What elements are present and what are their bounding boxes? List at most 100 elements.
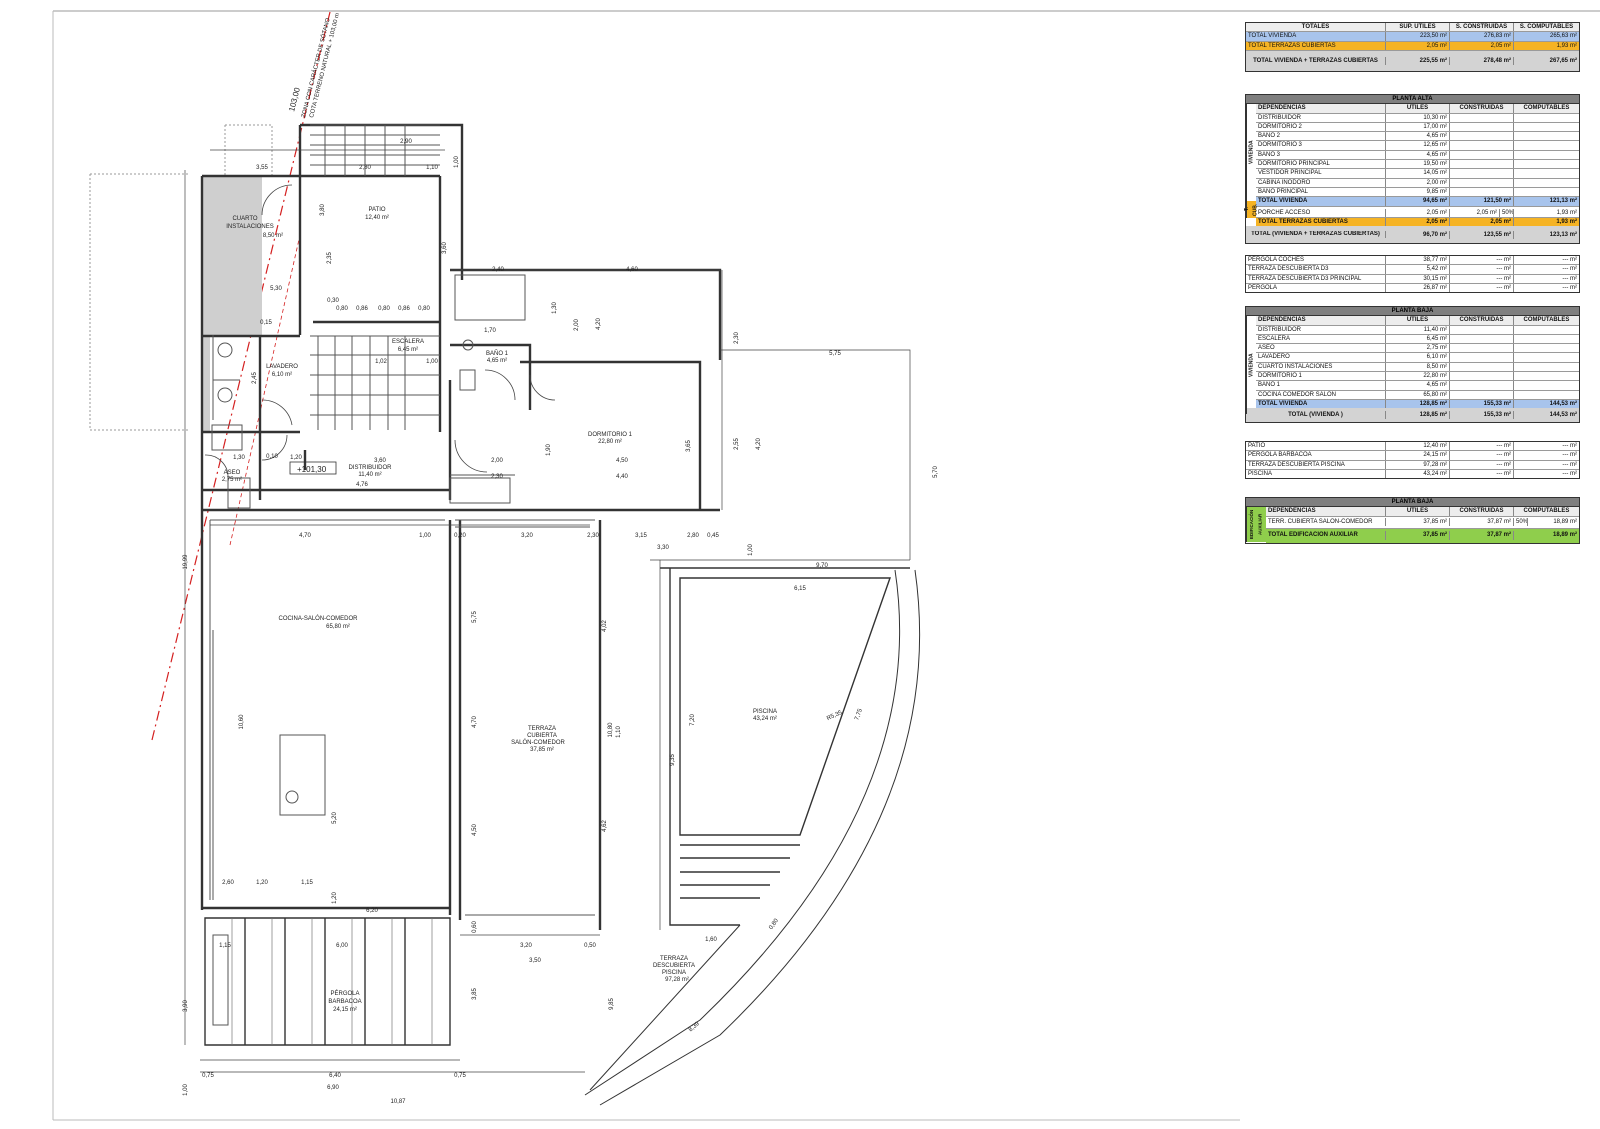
room-escalera-area: 6,45 m² [398, 347, 418, 353]
dimension-text: 1,70 [484, 328, 496, 334]
alta-extra-name: PÉRGOLA [1246, 283, 1386, 293]
alta-header-computables: COMPUTABLES [1523, 105, 1570, 112]
dimension-text: 2,80 [359, 165, 371, 171]
aux-total-value: 37,87 m² [1450, 531, 1514, 540]
auxiliar-table: PLANTA BAJA EDIFICACIÓN AUXILIAR DEPENDE… [1245, 497, 1580, 544]
baja-extra-value: --- m² [1562, 452, 1577, 459]
alta-total-value: 94,65 m² [1386, 197, 1450, 206]
aux-row-value: 37,85 m² [1386, 517, 1450, 527]
alta-grand-total-value: 123,13 m² [1549, 231, 1577, 238]
room-dormitorio-title: DORMITORIO 1 [588, 432, 633, 438]
aux-title: PLANTA BAJA [1246, 498, 1579, 508]
alta-porche-name: PORCHE ACCESO [1256, 208, 1386, 217]
alta-row-value: 9,85 m² [1386, 187, 1450, 197]
baja-grand-total-value: 144,53 m² [1549, 412, 1577, 419]
alta-row-value: 12,65 m² [1386, 141, 1450, 150]
alta-extra-value: 26,87 m² [1386, 283, 1450, 293]
dimension-text: 2,60 [222, 880, 234, 886]
baja-side-label: VIVIENDA [1246, 316, 1256, 415]
aux-total-name: TOTAL EDIFICACIÓN AUXILIAR [1266, 531, 1386, 540]
room-pergola-title1: PÉRGOLA [330, 990, 359, 997]
dimension-text: 4,76 [356, 482, 368, 488]
room-aseo-area: 2,75 m² [222, 477, 242, 483]
dimension-text: 3,50 [529, 958, 541, 964]
alta-row-name: DORMITORIO 3 [1256, 141, 1386, 150]
baja-row-value: 6,45 m² [1386, 334, 1450, 344]
dimension-text: 4,70 [472, 716, 478, 728]
baja-extra-value: --- m² [1562, 443, 1577, 449]
dimension-text: 1,00 [419, 533, 431, 539]
room-tdesc-area: 97,28 m² [665, 977, 689, 983]
dimension-text: 3,20 [520, 943, 532, 949]
room-patio-area: 12,40 m² [365, 215, 389, 221]
dimension-text: 7,20 [690, 714, 696, 726]
alta-porche-value: 2,05 m² [1450, 208, 1500, 217]
dimension-text: 1,30 [233, 455, 245, 461]
dimension-text: 10,60 [239, 714, 245, 730]
alta-grand-total-name: TOTAL (VIVIENDA + TERRAZAS CUBIERTAS) [1246, 231, 1386, 239]
baja-row-name: DISTRIBUIDOR [1256, 325, 1386, 334]
room-aseo-title: ASEO [224, 470, 241, 476]
room-piscina-area: 43,24 m² [753, 716, 777, 722]
baja-row-value: 6,10 m² [1386, 353, 1450, 362]
room-cuarto-title2: INSTALACIONES [226, 224, 274, 230]
baja-header-name: DEPENDENCIAS [1256, 316, 1386, 325]
room-terraza-title2: CUBIERTA [527, 733, 557, 739]
dimension-text: 0,75 [454, 1073, 466, 1079]
dimension-text: 0,80 [418, 306, 430, 312]
room-distribuidor-title: DISTRIBUIDOR [348, 465, 392, 471]
dimension-text: 3,55 [256, 165, 268, 171]
baja-extra-name: TERRAZA DESCUBIERTA PISCINA [1246, 460, 1386, 469]
totals-row-name: TOTAL TERRAZAS CUBIERTAS [1246, 41, 1386, 50]
dimension-text: 0,60 [472, 921, 478, 933]
aux-side-label: EDIFICACIÓN AUXILIAR [1246, 507, 1266, 543]
alta-row-name: VESTIDOR PRINCIPAL [1256, 169, 1386, 178]
dimension-text: 1,30 [552, 302, 558, 314]
room-patio-title: PATIO [368, 207, 385, 213]
alta-extra-value: --- m² [1450, 256, 1514, 265]
dimension-text: 1,00 [748, 544, 754, 556]
totals-header-utiles: SUP. UTILES [1386, 23, 1450, 32]
room-bano-area: 4,65 m² [487, 358, 507, 364]
planta-alta-table: PLANTA ALTA VIVIENDA T. CUB. DEPENDENCIA… [1244, 94, 1580, 245]
dimension-text: 2,40 [492, 267, 504, 273]
dimension-text: 3,60 [442, 242, 448, 254]
baja-extra-name: PÉRGOLA BARBACOA [1246, 451, 1386, 460]
alta-header-construidas: CONSTRUIDAS [1450, 104, 1514, 113]
dimension-text: 0,50 [584, 943, 596, 949]
dimension-text: 2,30 [491, 474, 503, 480]
alta-porche-percent: 50% [1502, 208, 1514, 217]
baja-total-name: TOTAL VIVIENDA [1256, 399, 1386, 409]
dimension-text: 5,70 [933, 466, 939, 478]
baja-extra-value: --- m² [1450, 451, 1514, 460]
alta-row-name: CABINA INODORO [1256, 178, 1386, 187]
alta-terr-name: TOTAL TERRAZAS CUBIERTAS [1256, 217, 1386, 227]
room-dormitorio-area: 22,80 m² [598, 439, 622, 445]
totals-row-value: 2,05 m² [1386, 41, 1450, 50]
dimension-text: 2,30 [734, 332, 740, 344]
aux-row-name: TERR. CUBIERTA SALÓN-COMEDOR [1266, 517, 1386, 527]
baja-row-name: CUARTO INSTALACIONES [1256, 362, 1386, 372]
baja-row-value: 22,80 m² [1386, 372, 1450, 381]
alta-total-name: TOTAL VIVIENDA [1256, 197, 1386, 206]
room-cocina-title: COCINA-SALÓN-COMEDOR [278, 615, 358, 622]
room-pergola-area: 24,15 m² [333, 1007, 357, 1013]
totals-row-value: 276,83 m² [1450, 32, 1514, 41]
dimension-text: 1,10 [426, 165, 438, 171]
baja-row-name: LAVADERO [1256, 353, 1386, 362]
dimension-text: 4,40 [616, 474, 628, 480]
dimension-text: 1,20 [256, 880, 268, 886]
dimension-text: 2,90 [400, 139, 412, 145]
dimension-text: 7,75 [854, 708, 864, 722]
baja-extra-value: --- m² [1450, 460, 1514, 469]
dimension-text: 1,00 [426, 359, 438, 365]
baja-row-value: 2,75 m² [1386, 344, 1450, 353]
totals-header-construidas: S. CONSTRUIDAS [1450, 23, 1514, 32]
dimension-text: 3,90 [183, 1000, 189, 1012]
dimension-text: 6,20 [366, 908, 378, 914]
baja-extra-value: --- m² [1450, 469, 1514, 479]
alta-total-value: 121,13 m² [1549, 198, 1577, 205]
dimension-text: 0,80 [378, 306, 390, 312]
dimension-text: 9,35 [670, 754, 676, 766]
